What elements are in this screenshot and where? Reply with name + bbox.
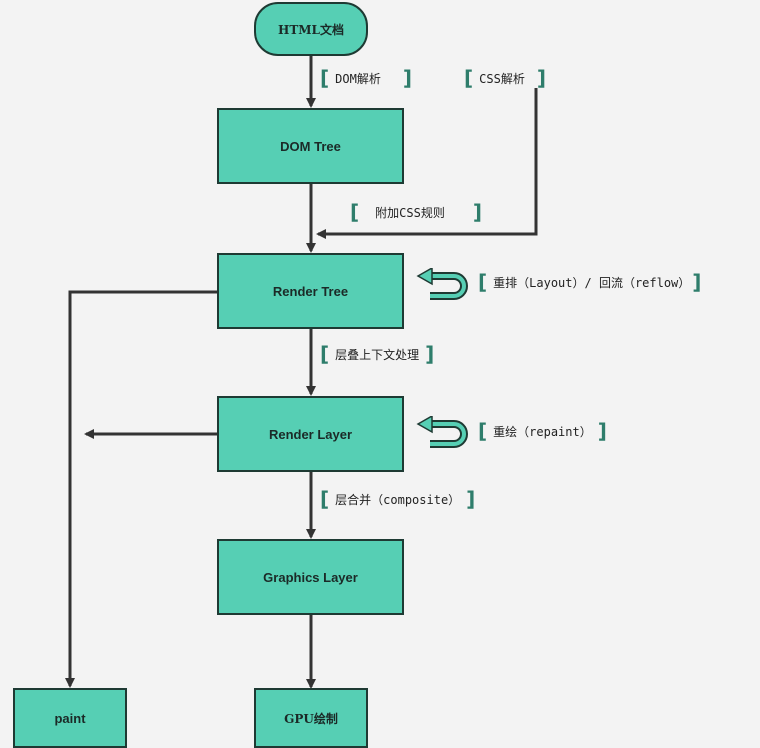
attach-css-label: [ 附加CSS规则 ] [350, 202, 482, 222]
dom-tree-node: DOM Tree [217, 108, 404, 184]
bracket-close-icon: ] [402, 66, 412, 90]
reflow-label: [ 重排（Layout）/ 回流（reflow） ] [478, 272, 701, 292]
bracket-open-icon: [ [350, 200, 360, 224]
stacking-text: 层叠上下文处理 [335, 347, 420, 362]
bracket-open-icon: [ [478, 419, 488, 443]
dom-parse-text: DOM解析 [335, 71, 381, 86]
graphics-layer-node: Graphics Layer [217, 539, 404, 615]
gpu-render-node: GPU绘制 [254, 688, 368, 748]
bracket-open-icon: [ [478, 270, 488, 294]
dom-parse-label: [ DOM解析 ] [320, 68, 412, 88]
stacking-label: [ 层叠上下文处理 ] [320, 344, 434, 364]
bracket-close-icon: ] [597, 419, 607, 443]
reflow-loop-icon [416, 268, 468, 300]
attach-css-text: 附加CSS规则 [375, 205, 445, 220]
bracket-open-icon: [ [320, 487, 330, 511]
bracket-close-icon: ] [536, 66, 546, 90]
bracket-close-icon: ] [692, 270, 702, 294]
bracket-close-icon: ] [425, 342, 435, 366]
bracket-open-icon: [ [320, 66, 330, 90]
css-parse-label: [ CSS解析 ] [464, 68, 546, 88]
render-tree-node: Render Tree [217, 253, 404, 329]
reflow-text: 重排（Layout）/ 回流（reflow） [493, 275, 691, 290]
paint-node: paint [13, 688, 127, 748]
arrow-render-tree-to-paint [65, 290, 217, 688]
repaint-label: [ 重绘（repaint） ] [478, 421, 607, 441]
repaint-loop-icon [416, 416, 468, 448]
arrow-css-branch [316, 88, 538, 239]
html-document-node: HTML文档 [254, 2, 368, 56]
render-layer-node: Render Layer [217, 396, 404, 472]
bracket-close-icon: ] [466, 487, 476, 511]
composite-text: 层合并（composite） [335, 492, 461, 507]
bracket-close-icon: ] [472, 200, 482, 224]
composite-label: [ 层合并（composite） ] [320, 489, 475, 509]
repaint-text: 重绘（repaint） [493, 424, 592, 439]
bracket-open-icon: [ [320, 342, 330, 366]
bracket-open-icon: [ [464, 66, 474, 90]
css-parse-text: CSS解析 [479, 71, 525, 86]
